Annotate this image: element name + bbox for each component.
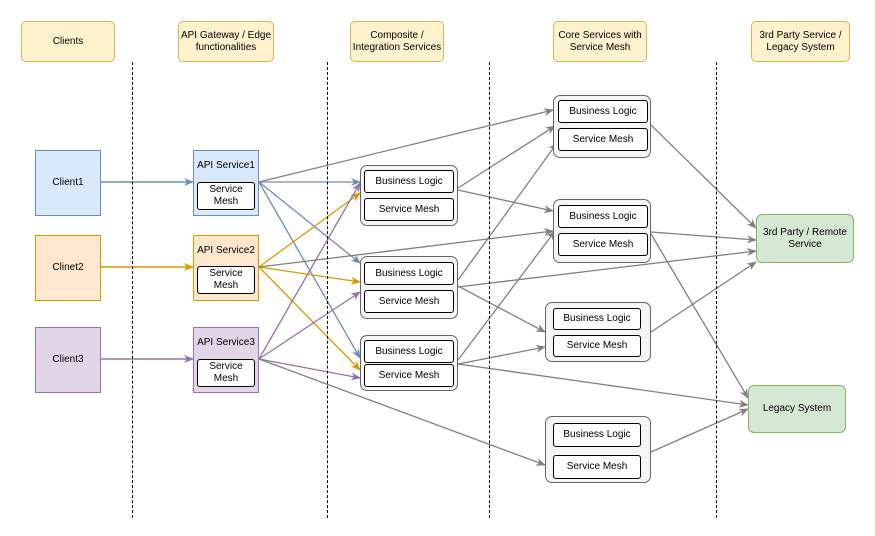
client2-label: Clinet2	[52, 262, 84, 273]
header-composite: Composite / Integration Services	[350, 21, 444, 62]
legacy-system-label: Legacy System	[762, 403, 832, 414]
client1-box[interactable]: Client1	[35, 150, 101, 216]
composite3-business-logic[interactable]: Business Logic	[364, 340, 454, 363]
composite2-service-mesh-label: Service Mesh	[378, 295, 440, 307]
core2-business-logic[interactable]: Business Logic	[558, 205, 648, 228]
api-service3-mesh-label: Service Mesh	[209, 361, 243, 384]
core2-business-logic-label: Business Logic	[569, 210, 637, 222]
api-service2-label: API Service2	[197, 245, 255, 256]
edge-api3-comp1	[258, 182, 361, 360]
core3-business-logic[interactable]: Business Logic	[553, 308, 641, 330]
api-service1-mesh[interactable]: Service Mesh	[197, 182, 255, 210]
header-thirdparty: 3rd Party Service / Legacy System	[751, 21, 850, 62]
core4-service-mesh[interactable]: Service Mesh	[553, 455, 641, 479]
edge-comp2-core1	[457, 142, 558, 281]
composite2-business-logic[interactable]: Business Logic	[364, 262, 454, 285]
edge-core4-legacy	[650, 408, 749, 453]
edge-comp3-legacy	[457, 363, 749, 408]
header-clients: Clients	[21, 21, 115, 62]
core1-service-mesh[interactable]: Service Mesh	[558, 128, 648, 151]
core1-business-logic-label: Business Logic	[569, 105, 637, 117]
client2-box[interactable]: Clinet2	[35, 235, 101, 301]
core3-business-logic-label: Business Logic	[563, 313, 631, 324]
edge-api3-comp2	[258, 291, 361, 360]
client3-label: Client3	[52, 354, 84, 365]
composite3-service-mesh-label: Service Mesh	[378, 369, 440, 381]
core3-service-mesh-label: Service Mesh	[566, 340, 628, 351]
edge-comp1-core2	[457, 189, 554, 213]
edge-api1-comp2	[258, 181, 361, 264]
edge-api3-core4	[258, 358, 546, 466]
api-service3-label: API Service3	[197, 337, 255, 348]
composite2-service-mesh[interactable]: Service Mesh	[364, 290, 454, 313]
edge-comp2-core3	[457, 285, 546, 333]
lane-divider	[327, 62, 328, 518]
lane-divider	[132, 62, 133, 518]
api-service1-label: API Service1	[197, 160, 255, 171]
edge-core2-legacy	[650, 233, 749, 399]
edge-core1-remote	[650, 124, 757, 229]
core1-business-logic[interactable]: Business Logic	[558, 100, 648, 123]
composite1-business-logic[interactable]: Business Logic	[364, 170, 454, 193]
lane-divider	[489, 62, 490, 518]
composite1-service-mesh-label: Service Mesh	[378, 203, 440, 215]
core1-service-mesh-label: Service Mesh	[572, 133, 634, 145]
edge-comp2-remote	[457, 248, 757, 288]
header-core: Core Services with Service Mesh	[553, 21, 647, 62]
remote-service-box[interactable]: 3rd Party / Remote Service	[756, 214, 854, 263]
edge-api2-comp1	[258, 192, 361, 268]
client3-box[interactable]: Client3	[35, 327, 101, 393]
edge-api2-comp3	[258, 266, 361, 371]
edge-core3-remote	[650, 261, 757, 333]
edge-api1-core1	[258, 108, 554, 183]
core4-service-mesh-label: Service Mesh	[566, 461, 628, 472]
header-composite-label: Composite / Integration Services	[352, 29, 442, 53]
lane-divider	[716, 62, 717, 518]
legacy-system-box[interactable]: Legacy System	[748, 385, 846, 433]
core4-business-logic[interactable]: Business Logic	[553, 423, 641, 447]
header-gateway-label: API Gateway / Edge functionalities	[180, 29, 272, 53]
api-service2-mesh[interactable]: Service Mesh	[197, 266, 255, 294]
core2-service-mesh[interactable]: Service Mesh	[558, 233, 648, 256]
api-service2-mesh-label: Service Mesh	[209, 268, 243, 291]
client1-label: Client1	[52, 177, 84, 188]
composite1-business-logic-label: Business Logic	[375, 175, 443, 187]
composite3-service-mesh[interactable]: Service Mesh	[364, 364, 454, 387]
core3-service-mesh[interactable]: Service Mesh	[553, 335, 641, 357]
api-service1-mesh-label: Service Mesh	[209, 184, 243, 207]
core4-business-logic-label: Business Logic	[563, 429, 631, 440]
edge-api2-comp2	[258, 266, 361, 285]
header-clients-label: Clients	[52, 35, 84, 47]
edge-comp3-core2	[457, 230, 556, 361]
edge-comp1-core1	[457, 125, 556, 189]
header-core-label: Core Services with Service Mesh	[558, 29, 642, 53]
header-thirdparty-label: 3rd Party Service / Legacy System	[759, 29, 842, 53]
api-service3-mesh[interactable]: Service Mesh	[197, 359, 255, 387]
edge-api3-comp3	[258, 358, 361, 381]
header-gateway: API Gateway / Edge functionalities	[178, 21, 274, 62]
edge-core2-remote	[650, 231, 757, 244]
remote-service-label: 3rd Party / Remote Service	[763, 226, 847, 250]
core2-service-mesh-label: Service Mesh	[572, 238, 634, 250]
edge-api2-core2	[258, 228, 554, 268]
composite1-service-mesh[interactable]: Service Mesh	[364, 198, 454, 221]
composite3-business-logic-label: Business Logic	[375, 345, 443, 357]
composite2-business-logic-label: Business Logic	[375, 267, 443, 279]
edge-comp3-core3	[457, 344, 546, 365]
